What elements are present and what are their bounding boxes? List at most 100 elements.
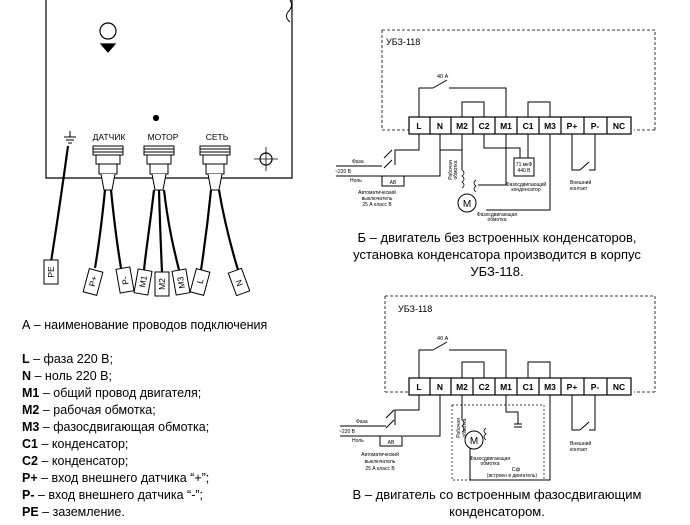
arrow-down-icon [99, 43, 117, 53]
term-v-c1: C1 [523, 382, 534, 392]
wires [49, 145, 240, 273]
motor-v [464, 430, 484, 450]
term-v-l: L [416, 382, 421, 392]
wire-tags [43, 259, 251, 297]
network-gland [199, 145, 231, 191]
cap-note-v: (встроен в двигатель) [487, 473, 538, 479]
term-v-m2: M2 [456, 382, 468, 392]
term-b-p-minus: P- [591, 121, 600, 131]
caption-v: В – двигатель со встроенным фазосдвигающ… [332, 486, 662, 520]
term-v-m1: M1 [500, 382, 512, 392]
cap-desc-b-2: конденсатор [511, 187, 540, 193]
legend-item: C1 – конденсатор; [22, 437, 129, 451]
term-v-m3: M3 [544, 382, 556, 392]
relay-label-v: 40 А [437, 336, 449, 342]
tag-l: L [195, 277, 206, 284]
term-v-n: N [437, 382, 443, 392]
shifting-winding-v-1: Фазосдвигающая [470, 456, 511, 462]
wire-tag-texts: PE P+ P- M1 M2 M3 L N [46, 266, 245, 290]
shifting-winding-v-2: обмотка [480, 461, 499, 467]
term-v-p-minus: P- [591, 382, 600, 392]
shifting-winding-b-2: обмотка [487, 217, 506, 223]
motor-label-v: M [470, 436, 478, 447]
legend-item: N – ноль 220 В; [22, 369, 112, 383]
cap-b-1: 71 мкФ [516, 162, 533, 168]
term-b-nc: NC [613, 121, 625, 131]
term-v-p-plus: P+ [567, 382, 578, 392]
legend-item: M1 – общий провод двигателя; [22, 386, 202, 400]
voltage-label-v: ~220 В [339, 429, 356, 435]
term-b-m1: M1 [500, 121, 512, 131]
phase-label-b: Фаза [352, 159, 364, 165]
label-network: СЕТЬ [206, 132, 229, 142]
legend-item: PE – заземление. [22, 505, 125, 519]
label-motor: МОТОР [148, 132, 179, 142]
ext-contact-b-1: Внешний [570, 179, 591, 186]
term-b-c1: C1 [523, 121, 534, 131]
caption-b: Б – двигатель без встроенных конденсатор… [332, 229, 662, 280]
tag-p-minus: P- [119, 275, 130, 285]
cable-glands [92, 145, 231, 191]
breaker-desc-v-3: 25 А класс В [365, 466, 395, 472]
relay-contact-b [432, 79, 448, 89]
breaker-desc-b-3: 25 А класс В [362, 202, 392, 208]
relay-label-b: 40 А [437, 74, 449, 80]
breaker-desc-b-2: выключатель [362, 196, 393, 202]
label-sensor: ДАТЧИК [93, 132, 126, 142]
term-b-l: L [416, 121, 421, 131]
caption-b-line2: установка конденсатора производится в ко… [353, 247, 641, 262]
breaker-desc-v-2: выключатель [365, 459, 396, 465]
term-b-n: N [437, 121, 443, 131]
lamp-indicator [99, 22, 117, 40]
working-winding-v-2: обмотка [462, 418, 468, 437]
cap-b-2: 440 В [517, 168, 531, 174]
working-winding-v-1: Рабочая [456, 418, 462, 438]
tag-m2: M2 [157, 278, 167, 290]
neutral-label-b: Ноль [350, 178, 362, 184]
legend-item: L – фаза 220 В; [22, 352, 113, 366]
device-label-b: УБЗ-118 [386, 37, 420, 47]
terminal-block-b [408, 116, 632, 135]
cap-label-v: Сф [512, 467, 521, 473]
device-label-v: УБЗ-118 [398, 304, 432, 314]
ext-contact-v-2: контакт [570, 447, 588, 453]
breaker-desc-b-1: Автоматический [358, 189, 396, 196]
shifting-winding-b-1: Фазосдвигающая [477, 212, 518, 218]
legend-item: C2 – конденсатор; [22, 454, 129, 468]
ext-contact-v-1: Внешний [570, 440, 591, 447]
term-b-p-plus: P+ [567, 121, 578, 131]
terminal-block-v [408, 377, 632, 396]
tag-pe: PE [46, 266, 56, 278]
breaker-v: АВ [388, 440, 395, 446]
term-b-m3: M3 [544, 121, 556, 131]
caption-v-line2: конденсатором. [449, 504, 545, 519]
term-v-nc: NC [613, 382, 625, 392]
sensor-gland [92, 145, 124, 191]
working-winding-b-1: Рабочая [448, 160, 454, 180]
legend-item: M3 – фазосдвигающая обмотка; [22, 420, 210, 434]
phase-label-v: Фаза [356, 419, 368, 425]
legend-item: M2 – рабочая обмотка; [22, 403, 156, 417]
legend-item: P- – вход внешнего датчика “-”; [22, 488, 203, 502]
motor-b [457, 193, 477, 213]
voltage-label-b: ~220 В [335, 169, 352, 175]
term-b-m2: M2 [456, 121, 468, 131]
caption-b-line3: УБЗ-118. [470, 264, 524, 279]
caption-b-line1: Б – двигатель без встроенных конденсатор… [357, 230, 637, 245]
caption-v-line1: В – двигатель со встроенным фазосдвигающ… [352, 487, 642, 502]
tag-m1: M1 [137, 275, 149, 289]
motor-gland [143, 145, 175, 191]
legend-title: А – наименование проводов подключения [22, 318, 268, 332]
tag-p-plus: P+ [87, 275, 99, 288]
breaker-b: АВ [390, 180, 397, 186]
diagram-v: УБЗ-118 L N M2 C2 M1 C1 M3 P+ P- NC [339, 295, 656, 481]
motor-label-b: M [463, 199, 471, 210]
breaker-desc-v-1: Автоматический [361, 451, 399, 458]
working-winding-b-2: обмотка [453, 160, 459, 179]
term-v-c2: C2 [479, 382, 490, 392]
tag-n: N [233, 278, 244, 287]
ext-contact-b-2: контакт [570, 186, 588, 192]
device-housing [45, 0, 293, 179]
